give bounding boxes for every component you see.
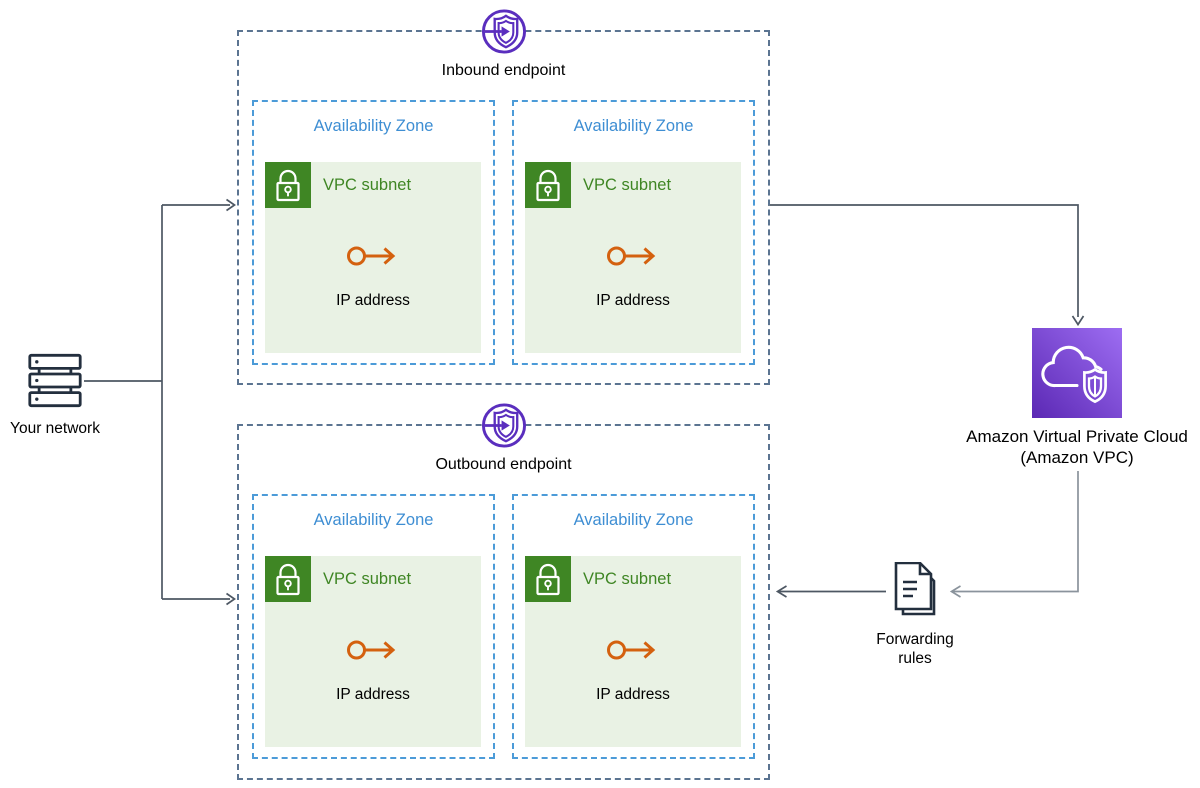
forwarding-rules-label: Forwarding rules [845, 630, 985, 668]
vpc-subnet-label: VPC subnet [583, 570, 672, 588]
availability-zone-label: Availability Zone [313, 117, 434, 135]
availability-zone-label: Availability Zone [573, 117, 694, 135]
ip-address-label: IP address [596, 686, 670, 703]
vpc-subnet: VPC subnet IP address [265, 162, 481, 353]
lock-icon [265, 162, 311, 208]
availability-zone-label: Availability Zone [313, 511, 434, 529]
vpc-subnet: VPC subnet IP address [525, 162, 741, 353]
forwarding-rules-label-line2: rules [898, 650, 932, 667]
arrowhead-vpc [1071, 315, 1085, 327]
ip-address-label: IP address [336, 292, 410, 309]
availability-zone-label: Availability Zone [573, 511, 694, 529]
ip-address-label: IP address [336, 686, 410, 703]
ip-address-icon [345, 242, 401, 270]
outbound-endpoint-icon [480, 402, 527, 449]
lock-icon [525, 162, 571, 208]
inbound-availability-zone-2: Availability Zone VPC subnet IP address [512, 100, 755, 365]
outbound-endpoint-group: Outbound endpoint Availability Zone VPC … [237, 424, 770, 780]
forwarding-rules-label-line1: Forwarding [876, 631, 954, 648]
vpc-subnet-label: VPC subnet [323, 570, 412, 588]
vpc-subnet-label: VPC subnet [583, 176, 672, 194]
inbound-endpoint-group: Inbound endpoint Availability Zone VPC s… [237, 30, 770, 385]
ip-address-icon [345, 636, 401, 664]
vpc-subnet: VPC subnet IP address [265, 556, 481, 747]
amazon-vpc-label: Amazon Virtual Private Cloud (Amazon VPC… [957, 426, 1197, 468]
vpc-subnet-label: VPC subnet [323, 176, 412, 194]
lock-icon [265, 556, 311, 602]
arrowhead-rules-to-outbound [775, 585, 787, 598]
amazon-vpc-label-line1: Amazon Virtual Private Cloud [966, 427, 1188, 446]
inbound-endpoint-icon [480, 8, 527, 55]
document-stack-icon [892, 562, 938, 620]
amazon-vpc-label-line2: (Amazon VPC) [1020, 448, 1134, 467]
vpc-cloud-shield-icon [1032, 328, 1122, 418]
inbound-endpoint-label: Inbound endpoint [441, 62, 566, 79]
arrowhead-outbound [226, 592, 237, 606]
lock-icon [525, 556, 571, 602]
ip-address-icon [605, 636, 661, 664]
ip-address-label: IP address [596, 292, 670, 309]
outbound-availability-zone-2: Availability Zone VPC subnet IP address [512, 494, 755, 759]
arrow-inbound-to-vpc [768, 204, 1079, 317]
outbound-endpoint-label: Outbound endpoint [435, 456, 572, 473]
your-network-label: Your network [10, 420, 100, 437]
your-network-node: Your network [0, 353, 110, 438]
amazon-vpc-node: Amazon Virtual Private Cloud (Amazon VPC… [957, 328, 1197, 468]
forwarding-rules-node: Forwarding rules [845, 562, 985, 668]
outbound-availability-zone-1: Availability Zone VPC subnet IP address [252, 494, 495, 759]
server-stack-icon [27, 353, 83, 408]
vpc-subnet: VPC subnet IP address [525, 556, 741, 747]
inbound-availability-zone-1: Availability Zone VPC subnet IP address [252, 100, 495, 365]
arrowhead-inbound [226, 198, 237, 212]
ip-address-icon [605, 242, 661, 270]
